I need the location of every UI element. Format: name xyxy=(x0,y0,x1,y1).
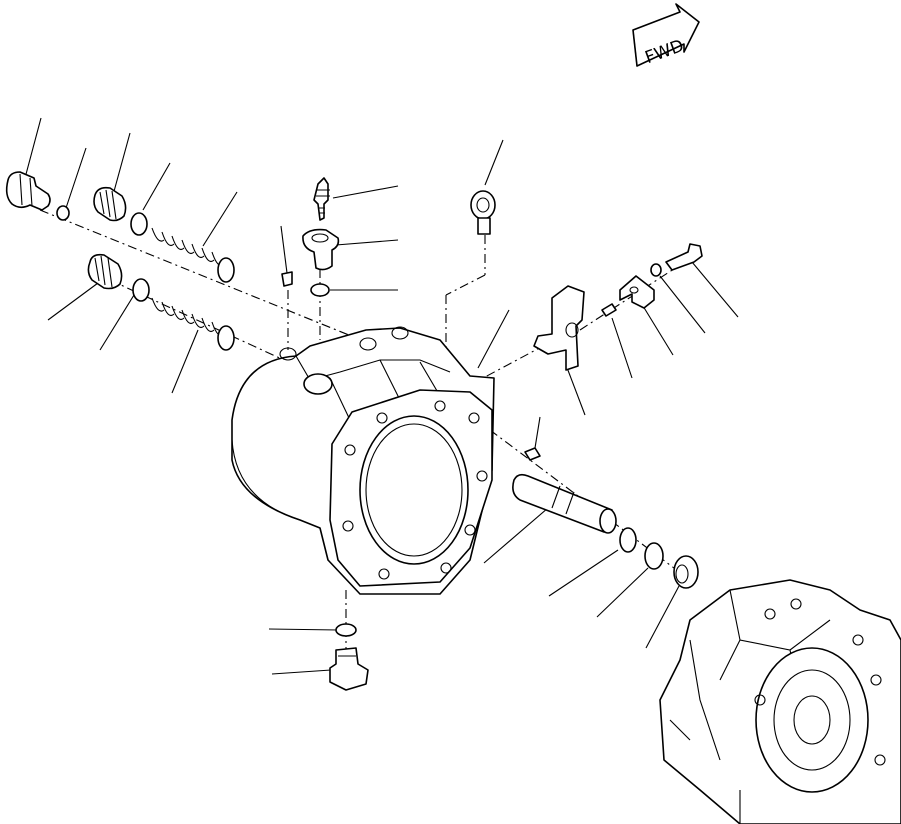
plug-top-left xyxy=(5,171,51,211)
o-ring-bottom xyxy=(335,623,357,637)
pump-housing xyxy=(231,326,495,595)
bolt xyxy=(665,243,703,271)
drain-plug xyxy=(329,647,369,691)
plug xyxy=(93,186,127,222)
snap-ring xyxy=(644,542,664,570)
small-plug xyxy=(281,271,293,287)
pin xyxy=(601,303,617,317)
clamp xyxy=(619,275,655,309)
cap xyxy=(673,555,699,589)
fitting xyxy=(302,228,340,271)
washer xyxy=(650,263,662,277)
small-plug xyxy=(524,447,541,461)
fwd-direction-badge: FWD xyxy=(632,3,700,68)
o-ring xyxy=(130,212,148,236)
leader-lines xyxy=(24,117,739,675)
o-ring xyxy=(132,278,150,302)
plug xyxy=(87,253,123,290)
o-ring xyxy=(619,527,637,553)
o-ring xyxy=(310,283,330,297)
o-ring xyxy=(56,205,70,221)
eye-bolt xyxy=(470,190,496,235)
spring-set xyxy=(151,297,235,351)
spring-set xyxy=(151,227,235,283)
main-pump xyxy=(659,579,901,824)
spool xyxy=(512,473,617,534)
sensor xyxy=(313,177,330,221)
bracket xyxy=(533,285,585,371)
